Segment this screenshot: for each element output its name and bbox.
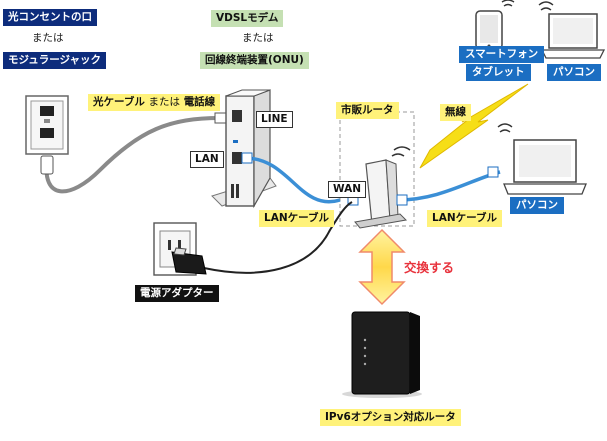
ipv6-router-label: IPv6オプション対応ルータ <box>320 409 461 426</box>
modem-icon <box>211 89 277 209</box>
modular-jack-label: モジュラージャック <box>3 52 107 69</box>
cable-or-text: または <box>148 96 181 108</box>
retail-router-label: 市販ルータ <box>336 102 399 119</box>
cable-plug-icon <box>40 112 228 175</box>
optical-cable-text: 光ケーブル <box>93 96 145 108</box>
swap-arrow-icon <box>358 228 406 306</box>
power-adapter-icon <box>171 247 207 275</box>
wall-jack-icon <box>25 95 69 155</box>
lan-cable-right <box>397 170 501 202</box>
power-adapter-label: 電源アダプター <box>135 285 219 302</box>
phone-line-text: 電話線 <box>183 96 216 108</box>
cable-type-label: 光ケーブル または 電話線 <box>88 94 221 111</box>
laptop-icon <box>538 1 606 59</box>
lan-port-label: LAN <box>190 151 224 168</box>
ipv6-router-icon <box>342 311 422 398</box>
retail-router-icon <box>354 146 411 229</box>
onu-label: 回線終端装置(ONU) <box>200 52 309 69</box>
lan-cable-label: LANケーブル <box>427 210 502 227</box>
tablet-label: タブレット <box>466 64 531 81</box>
optical-outlet-label: 光コンセントの口 <box>3 9 97 26</box>
wan-port-label: WAN <box>328 181 367 198</box>
replace-label: 交換する <box>404 260 455 275</box>
pc-label: パソコン <box>547 64 601 81</box>
lan-cable-label: LANケーブル <box>259 210 334 227</box>
smartphone-icon <box>475 0 515 50</box>
pc-label: パソコン <box>510 197 564 214</box>
or-label: または <box>242 32 274 44</box>
lan-cable-left <box>244 156 341 204</box>
laptop-icon <box>497 123 587 195</box>
smartphone-label: スマートフォン <box>459 46 545 63</box>
or-label: または <box>32 32 64 44</box>
wireless-label: 無線 <box>440 104 471 121</box>
line-port-label: LINE <box>256 111 293 128</box>
power-cable <box>203 201 353 274</box>
vdsl-modem-label: VDSLモデム <box>211 10 284 27</box>
phone-cable <box>44 116 221 194</box>
